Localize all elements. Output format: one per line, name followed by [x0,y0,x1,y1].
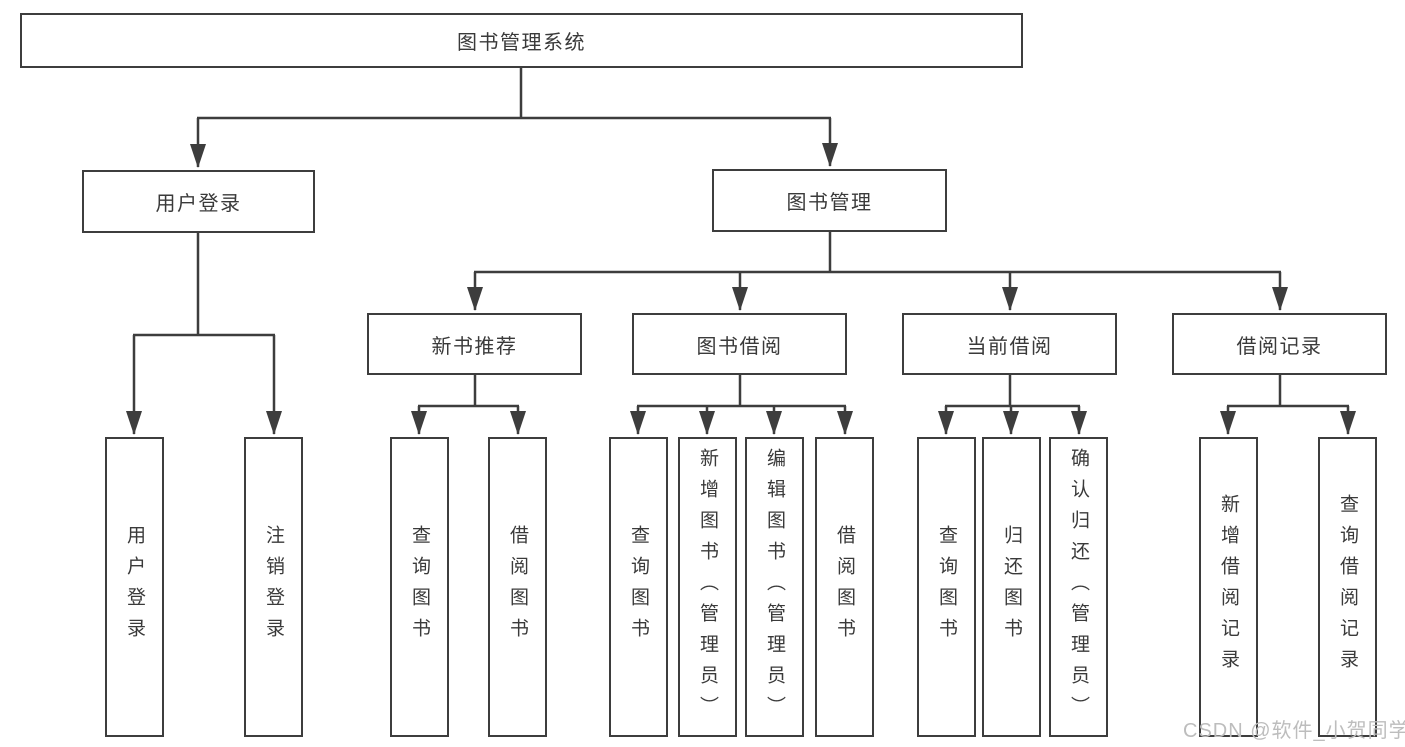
node-root-system-label: 图书管理系统 [457,32,586,54]
leaf-borrowing-edit-books-admin-label: 编辑图书（管理员） [764,447,785,727]
leaf-user-login-label: 用户登录 [124,525,145,649]
leaf-current-return-books: 归还图书 [982,437,1041,737]
leaf-logout: 注销登录 [244,437,303,737]
leaf-borrowing-edit-books-admin: 编辑图书（管理员） [745,437,804,737]
leaf-records-query-record-label: 查询借阅记录 [1337,494,1358,680]
leaf-borrowing-query-books-label: 查询图书 [628,525,649,649]
leaf-borrowing-borrow-books: 借阅图书 [815,437,874,737]
leaf-borrowing-query-books: 查询图书 [609,437,668,737]
node-user-login-label: 用户登录 [155,193,242,215]
node-borrowing-records-label: 借阅记录 [1236,335,1323,358]
node-root-system: 图书管理系统 [20,13,1023,68]
node-book-borrowing: 图书借阅 [632,313,847,375]
node-current-borrowing: 当前借阅 [902,313,1117,375]
leaf-current-return-books-label: 归还图书 [1001,525,1022,649]
node-borrowing-records: 借阅记录 [1172,313,1387,375]
connector-rails [133,68,1349,408]
connector-arrows [126,118,1356,435]
node-book-management: 图书管理 [712,169,947,232]
leaf-records-add-record: 新增借阅记录 [1199,437,1258,737]
node-book-borrowing-label: 图书借阅 [696,335,783,358]
leaf-logout-label: 注销登录 [263,525,284,649]
leaf-newbooks-borrow-books-label: 借阅图书 [507,525,528,649]
leaf-user-login: 用户登录 [105,437,164,737]
leaf-borrowing-add-books-admin-label: 新增图书（管理员） [697,447,718,727]
leaf-current-query-books: 查询图书 [917,437,976,737]
leaf-records-add-record-label: 新增借阅记录 [1218,494,1239,680]
node-new-book-recommend: 新书推荐 [367,313,582,375]
node-current-borrowing-label: 当前借阅 [966,335,1053,358]
node-user-login: 用户登录 [82,170,315,233]
leaf-records-query-record: 查询借阅记录 [1318,437,1377,737]
csdn-watermark: CSDN @软件_小贺同学 [1183,720,1405,742]
leaf-current-confirm-return-admin-label: 确认归还（管理员） [1068,447,1089,727]
leaf-newbooks-query-books-label: 查询图书 [409,525,430,649]
node-new-book-recommend-label: 新书推荐 [431,335,518,358]
leaf-borrowing-borrow-books-label: 借阅图书 [834,525,855,649]
leaf-newbooks-query-books: 查询图书 [390,437,449,737]
node-book-management-label: 图书管理 [786,192,873,214]
leaf-borrowing-add-books-admin: 新增图书（管理员） [678,437,737,737]
leaf-current-query-books-label: 查询图书 [936,525,957,649]
leaf-current-confirm-return-admin: 确认归还（管理员） [1049,437,1108,737]
leaf-newbooks-borrow-books: 借阅图书 [488,437,547,737]
